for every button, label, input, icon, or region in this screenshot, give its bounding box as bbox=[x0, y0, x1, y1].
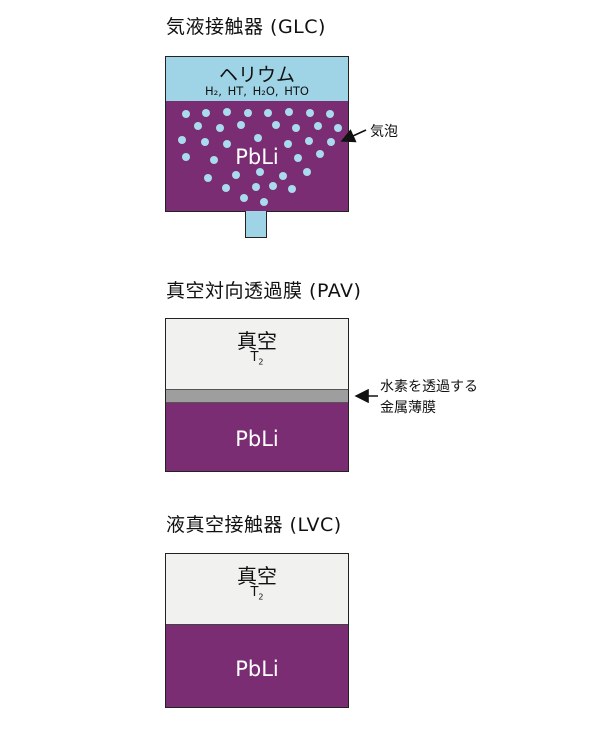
membrane-label: 水素を透過する 金属薄膜 bbox=[380, 377, 478, 419]
lvc-vacuum-label: 真空 bbox=[237, 564, 277, 588]
pav-pbli-layer bbox=[166, 403, 348, 471]
glc-helium-layer bbox=[166, 57, 348, 101]
glc-box: ヘリウム H₂, HT, H₂O, HTO PbLi bbox=[165, 56, 349, 212]
lvc-title: 液真空接触器 (LVC) bbox=[166, 514, 342, 536]
membrane-label-line1: 水素を透過する bbox=[380, 379, 478, 395]
pav-membrane bbox=[166, 389, 348, 403]
bubble-label: 気泡 bbox=[370, 124, 398, 140]
species-h2: H₂, bbox=[205, 84, 222, 98]
pav-vacuum-label: 真空 bbox=[237, 329, 277, 353]
lvc-pbli-layer bbox=[166, 624, 348, 707]
species-hto: HTO bbox=[284, 84, 309, 98]
pav-box: 真空 T2 PbLi bbox=[165, 318, 349, 472]
glc-species-label: H₂, HT, H₂O, HTO bbox=[166, 84, 348, 98]
lvc-t2-label: T2 bbox=[250, 585, 264, 602]
glc-pbli-label: PbLi bbox=[235, 145, 279, 169]
glc-helium-label: ヘリウム bbox=[218, 64, 295, 86]
glc-outlet-pipe bbox=[245, 211, 267, 238]
species-h2o: H₂O, bbox=[252, 84, 279, 98]
lvc-box: 真空 T2 PbLi bbox=[165, 553, 349, 708]
lvc-pbli-label: PbLi bbox=[235, 657, 279, 681]
glc-title: 気液接触器 (GLC) bbox=[166, 16, 326, 38]
pav-t2-label: T2 bbox=[250, 350, 264, 367]
membrane-label-line2: 金属薄膜 bbox=[380, 400, 436, 416]
pav-pbli-label: PbLi bbox=[235, 427, 279, 451]
pav-title: 真空対向透過膜 (PAV) bbox=[166, 280, 362, 302]
species-ht: HT, bbox=[227, 84, 247, 98]
